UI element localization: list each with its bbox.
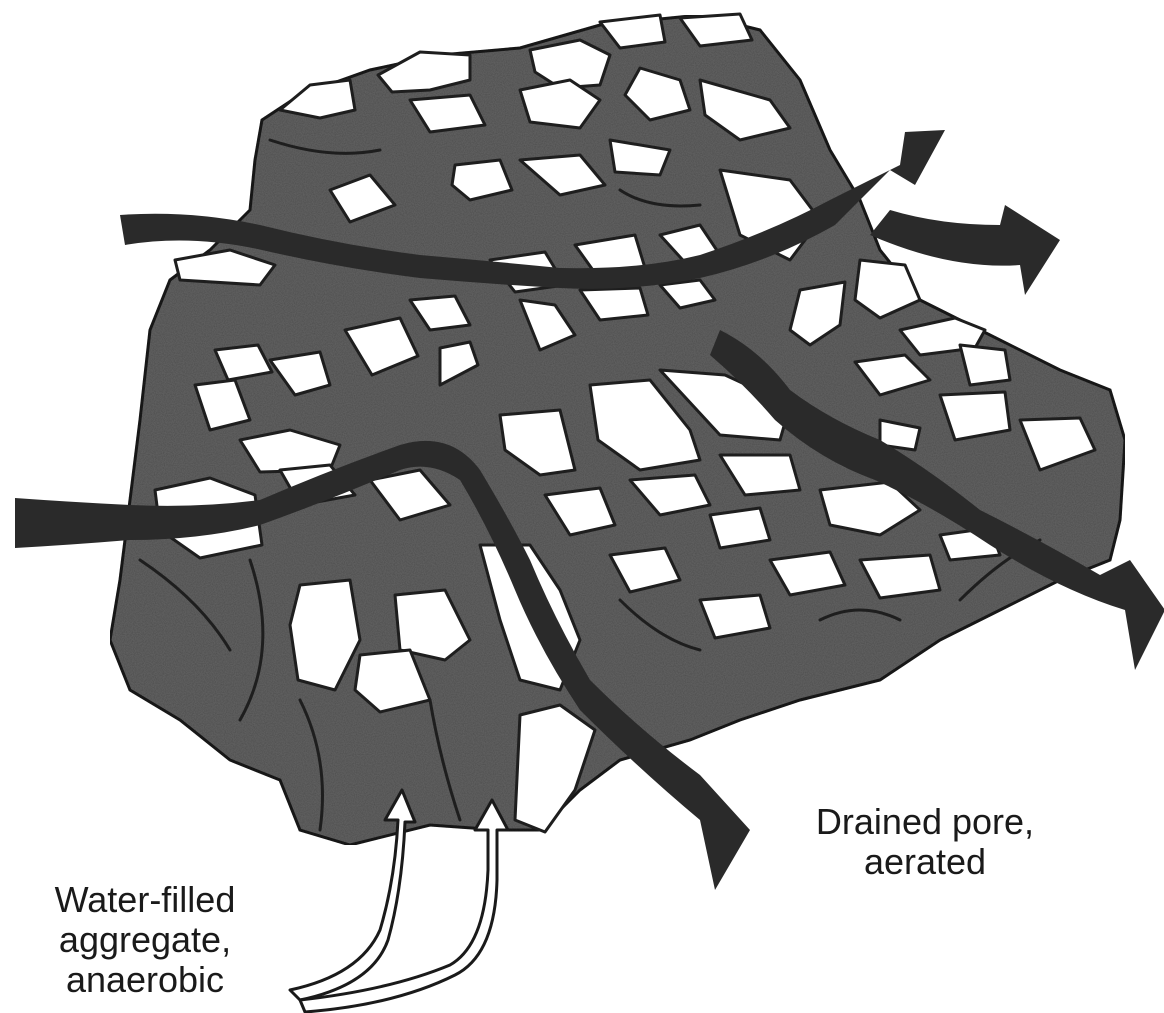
pore [280,80,355,118]
pore [710,508,770,548]
pore [960,345,1010,385]
drained-pore-label: Drained pore, aerated [780,802,1070,882]
water-filled-aggregate-label: Water-filled aggregate, anaerobic [20,880,270,1000]
drained-pore-label-line1: Drained pore, [780,802,1070,842]
water-filled-label-line3: anaerobic [20,960,270,1000]
water-filled-label-line2: aggregate, [20,920,270,960]
drained-pore-label-line2: aerated [780,842,1070,882]
pore [515,705,595,832]
water-filled-label-line1: Water-filled [20,880,270,920]
